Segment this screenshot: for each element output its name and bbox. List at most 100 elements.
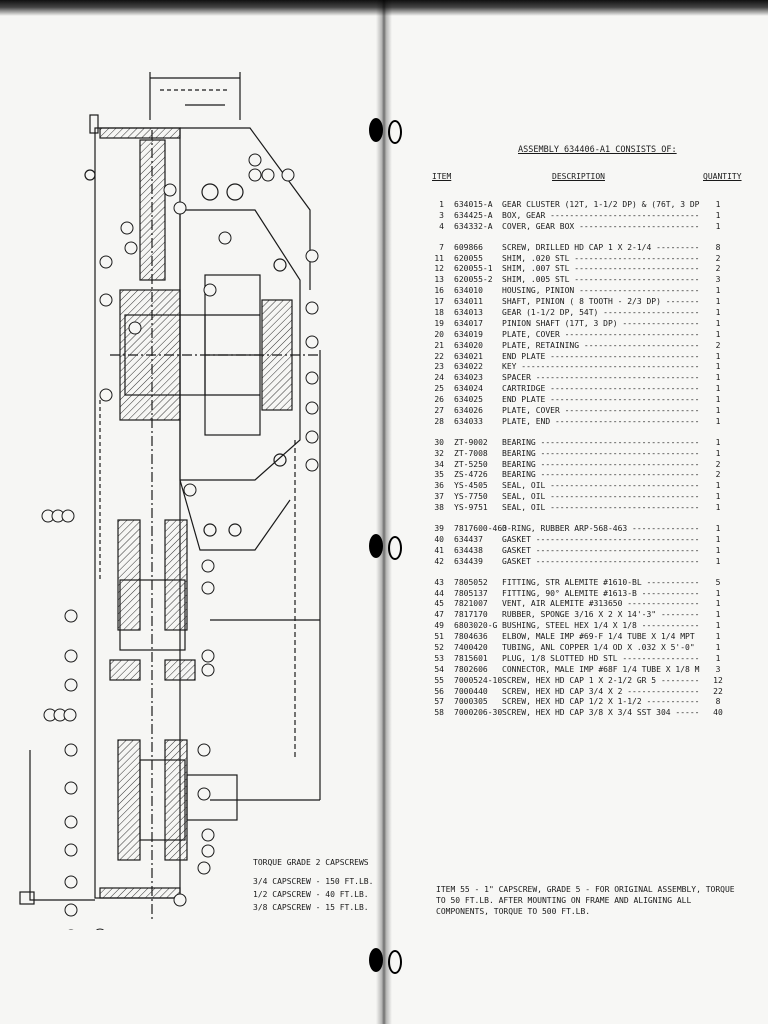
part-quantity: 1 [715,492,721,502]
part-description: PLUG, 1/8 SLOTTED HD STL ---------------… [502,653,700,663]
part-number: 7817170 [454,610,488,620]
part-quantity: 1 [715,503,721,513]
part-quantity: 1 [715,610,721,620]
item-number: 26 [434,395,444,405]
item-balloon [120,221,138,255]
item-number: 16 [434,286,444,296]
part-number: 7000524-10 [454,675,503,685]
part-number: YS-4505 [454,481,488,491]
item-balloon [201,559,215,595]
part-quantity: 1 [715,524,721,534]
binder-hole-icon [369,948,383,972]
part-description: BEARING --------------------------------… [502,448,700,458]
part-number: 6803020-G [454,621,498,631]
part-number: ZT-5250 [454,459,488,469]
torque-line: 1/2 CAPSCREW - 40 FT.LB. [253,890,369,899]
torque-note: ITEM 55 - 1" CAPSCREW, GRADE 5 - FOR ORI… [436,885,735,916]
binder-ring-icon [388,120,402,144]
part-number: 7815601 [454,653,488,663]
part-number: 634332-A [454,221,493,231]
part-description: SCREW, DRILLED HD CAP 1 X 2-1/4 --------… [502,242,700,252]
item-number: 4 [439,221,444,231]
part-description: CONNECTOR, MALE IMP #68F 1/4 TUBE X 1/8 … [502,664,700,674]
part-quantity: 3 [715,275,721,285]
item-number: 39 [434,524,444,534]
part-quantity: 1 [715,632,721,642]
item-number: 52 [434,642,444,652]
part-number: 634017 [454,318,483,328]
part-quantity: 1 [715,653,721,663]
part-quantity: 1 [715,373,721,383]
item-number: 12 [434,264,444,274]
part-description: BOX, GEAR ------------------------------… [502,210,700,220]
part-number: 634033 [454,416,483,426]
part-number: YS-7750 [454,492,488,502]
part-quantity: 2 [715,264,721,274]
part-description: PLATE, COVER ---------------------------… [502,329,700,339]
part-description: SCREW, HEX HD CAP 1 X 2-1/2 GR 5 -------… [502,675,700,685]
part-number: 7000440 [454,686,488,696]
part-description: SHIM, .005 STL -------------------------… [502,275,700,285]
item-number: 47 [434,610,444,620]
item-number: 34 [434,459,444,469]
part-quantity: 1 [715,210,721,220]
part-quantity: 8 [715,242,721,252]
part-number: 620055-2 [454,275,493,285]
part-description: SCREW, HEX HD CAP 1/2 X 1-1/2 ----------… [502,697,700,707]
item-number: 25 [434,384,444,394]
part-quantity: 40 [713,708,723,718]
binder-hole-icon [369,118,383,142]
item-balloon [305,335,319,385]
item-number: 17 [434,297,444,307]
item-number: 55 [434,675,444,685]
part-number: 7400420 [454,642,488,652]
part-description: SPACER ---------------------------------… [502,373,700,383]
item-number: 43 [434,577,444,587]
part-quantity: 1 [715,406,721,416]
part-description: FITTING, STR ALEMITE #1610-BL ----------… [502,577,700,587]
part-description: TUBING, ANL COPPER 1/4 OD X .032 X 5'-0"… [502,642,700,652]
item-number: 58 [434,708,444,718]
part-quantity: 1 [715,221,721,231]
part-description: PLATE, END -----------------------------… [502,416,700,426]
part-quantity: 1 [715,200,721,209]
part-quantity: 1 [715,588,721,598]
part-description: END PLATE ------------------------------… [502,351,700,361]
part-number: 620055 [454,253,483,263]
part-quantity: 2 [715,340,721,350]
item-balloon [64,843,78,930]
binder-ring-icon [388,536,402,560]
part-quantity: 2 [715,253,721,263]
item-number: 30 [434,437,444,447]
part-description: GEAR (1-1/2 DP, 54T) -------------------… [502,308,700,318]
item-number: 45 [434,599,444,609]
item-number: 49 [434,621,444,631]
part-number: 7804636 [454,632,488,642]
part-quantity: 2 [715,459,721,469]
part-quantity: 1 [715,556,721,566]
part-description: ELBOW, MALE IMP #69-F 1/4 TUBE X 1/4 MPT… [502,632,700,642]
item-number: 3 [439,210,444,220]
item-column-header: ITEM [432,172,452,181]
item-number: 24 [434,373,444,383]
part-quantity: 5 [715,577,721,587]
item-balloon [261,168,295,182]
